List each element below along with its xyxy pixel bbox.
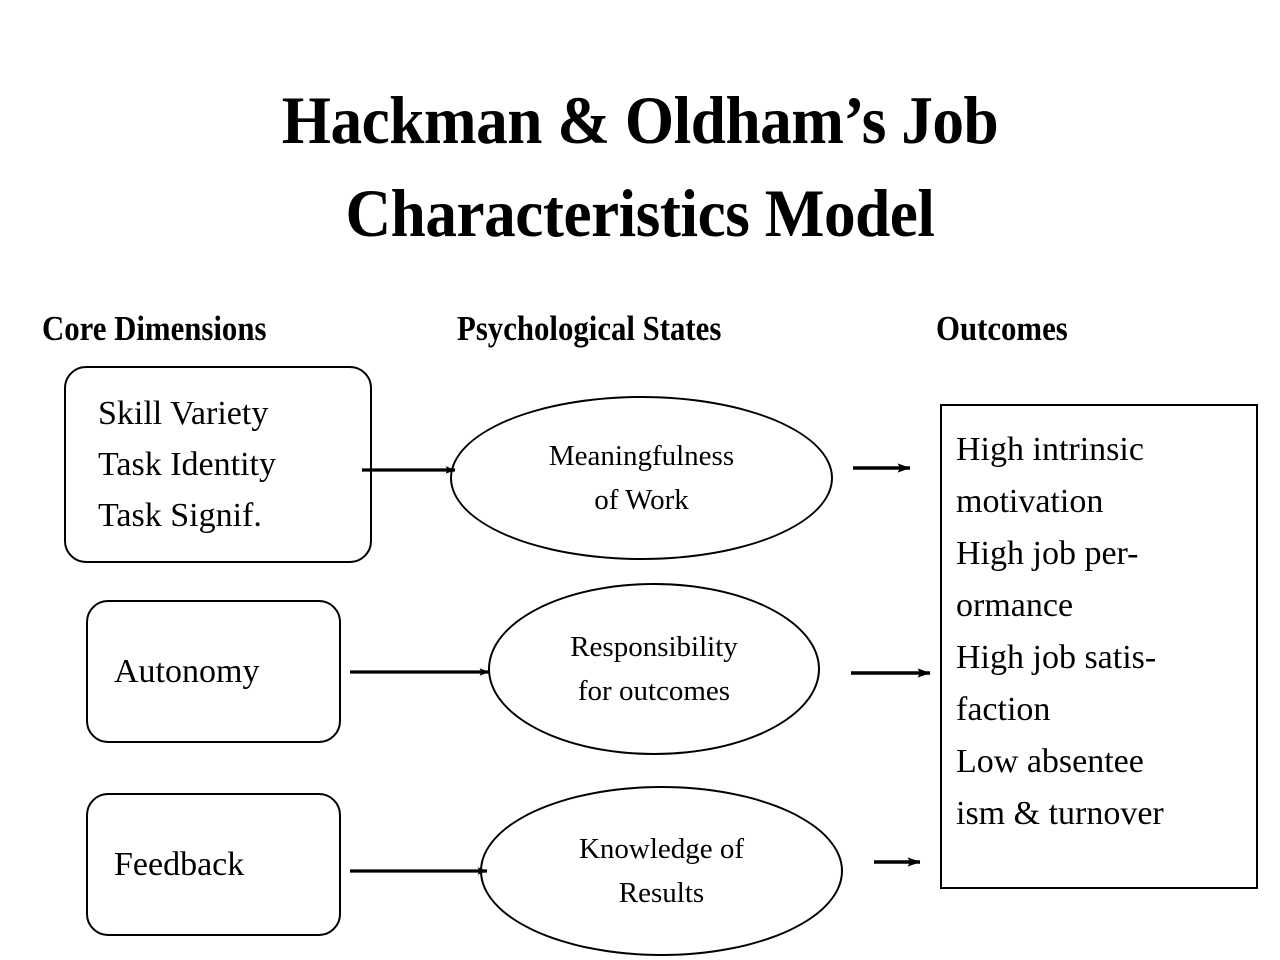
column-header-core-dimensions: Core Dimensions — [42, 309, 267, 348]
autonomy-label: Autonomy — [114, 653, 260, 690]
column-header-outcomes: Outcomes — [936, 309, 1068, 348]
outcomes-box[interactable]: High intrinsic motivation High job per- … — [940, 404, 1258, 889]
core-dimensions-box[interactable]: Skill Variety Task Identity Task Signif. — [64, 366, 372, 563]
responsibility-ellipse[interactable]: Responsibility for outcomes — [488, 583, 820, 755]
page-title: Hackman & Oldham’s Job Characteristics M… — [281, 82, 999, 251]
responsibility-label: Responsibility for outcomes — [570, 631, 738, 707]
meaningfulness-label: Meaningfulness of Work — [548, 440, 735, 516]
outcomes-label: High intrinsic motivation High job per- … — [956, 431, 1164, 832]
column-header-psychological-states: Psychological States — [457, 309, 722, 348]
meaningfulness-ellipse[interactable]: Meaningfulness of Work — [450, 396, 833, 560]
knowledge-of-results-label: Knowledge of Results — [578, 833, 745, 909]
knowledge-of-results-ellipse[interactable]: Knowledge of Results — [480, 786, 843, 956]
core-dimensions-label: Skill Variety Task Identity Task Signif. — [98, 395, 276, 534]
feedback-box[interactable]: Feedback — [86, 793, 341, 936]
feedback-label: Feedback — [114, 846, 245, 883]
autonomy-box[interactable]: Autonomy — [86, 600, 341, 743]
